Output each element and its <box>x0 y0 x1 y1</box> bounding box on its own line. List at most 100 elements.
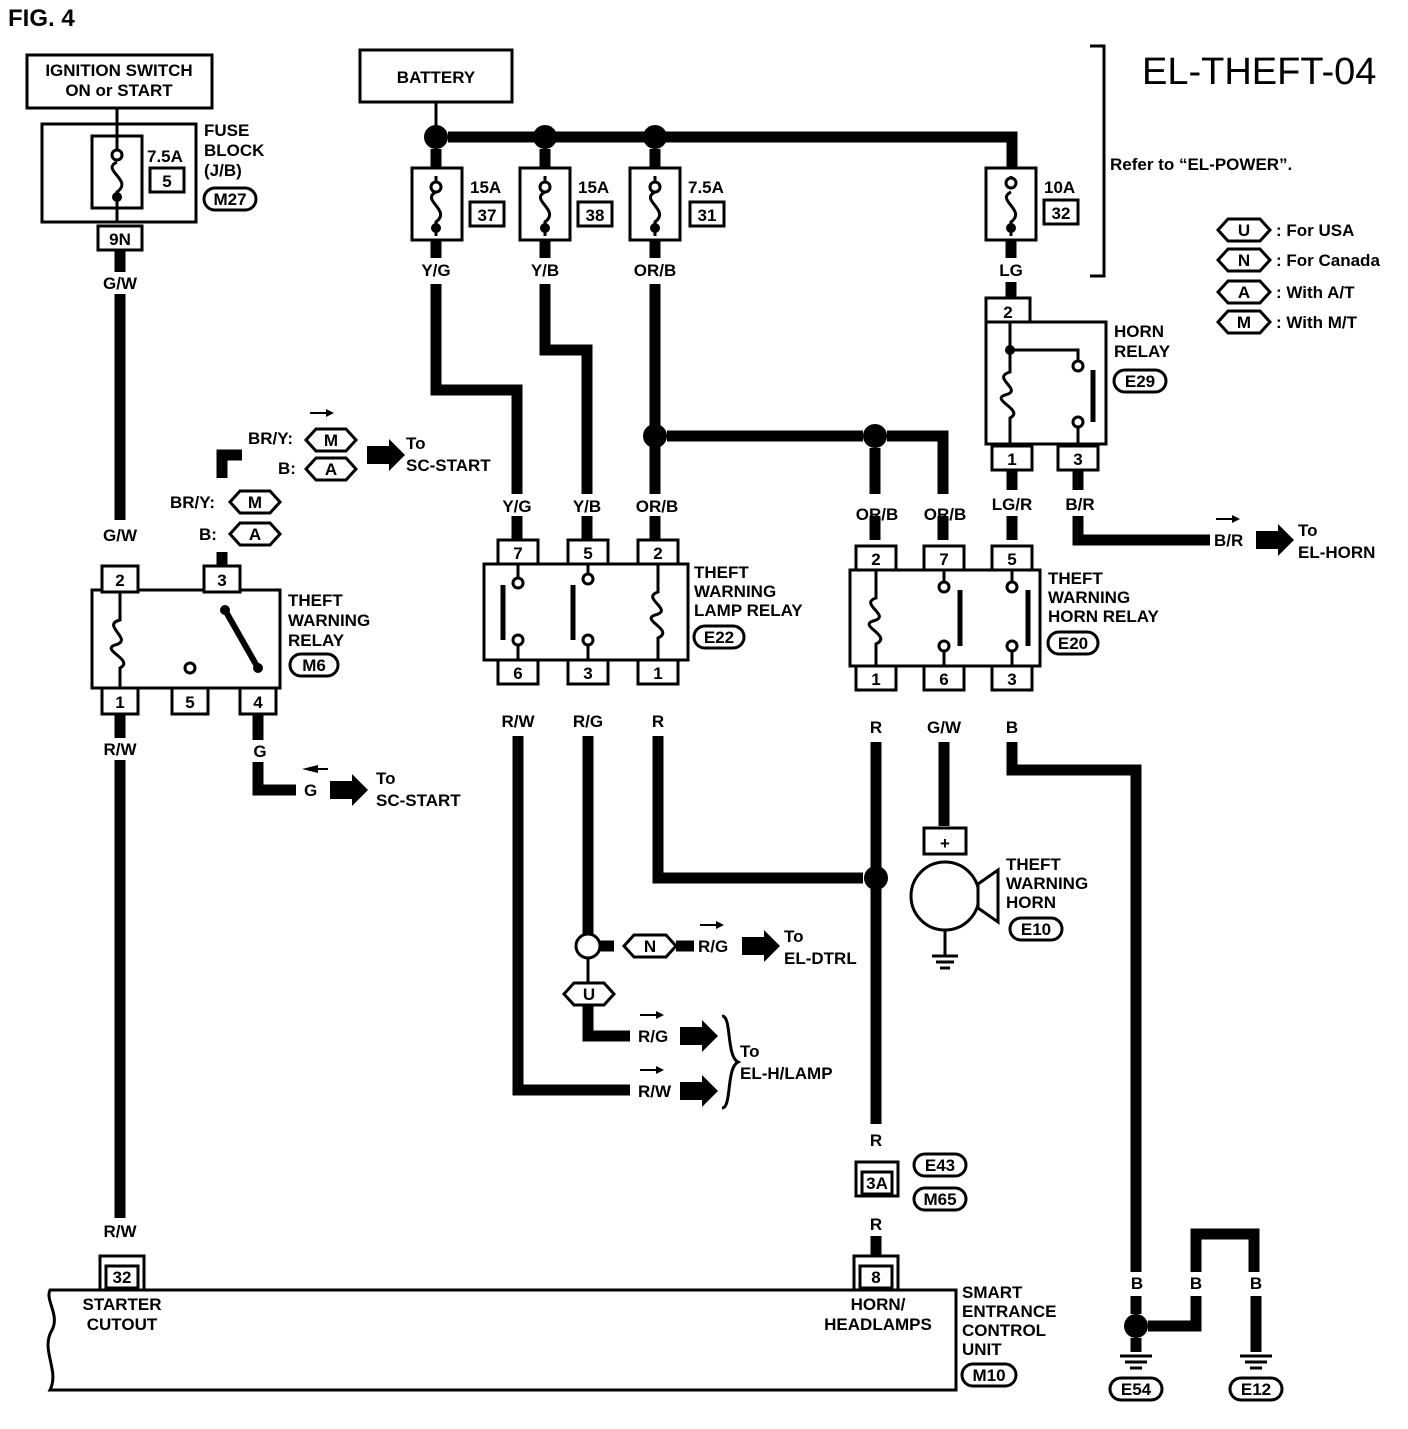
wire-g <box>252 714 296 796</box>
svg-text:LG: LG <box>999 261 1023 280</box>
svg-text:5: 5 <box>583 544 592 563</box>
svg-text:2: 2 <box>1003 303 1012 322</box>
svg-text:G/W: G/W <box>927 718 962 737</box>
legend-item-a: A : With A/T <box>1215 279 1355 305</box>
fuse-31: 7.5A 31 <box>628 166 726 242</box>
svg-text:R/W: R/W <box>103 1222 137 1241</box>
to-el-hlamp: EL-H/LAMP <box>740 1064 833 1083</box>
svg-text:STARTER: STARTER <box>82 1295 161 1314</box>
ignition-label-1: IGNITION SWITCH <box>45 61 192 80</box>
svg-text:LG/R: LG/R <box>992 495 1033 514</box>
svg-text:BR/Y:: BR/Y: <box>248 429 293 448</box>
svg-text:2: 2 <box>871 550 880 569</box>
smart-entrance-control-unit: 32 8 STARTER CUTOUT HORN/ HEADLAMPS SMAR… <box>46 1254 1056 1392</box>
svg-text:: For Canada: : For Canada <box>1276 251 1380 270</box>
svg-text:1: 1 <box>871 670 880 689</box>
fuse-block-num: 5 <box>162 172 171 191</box>
svg-text:2: 2 <box>115 571 124 590</box>
svg-text:G/W: G/W <box>103 526 138 545</box>
svg-text:OR/B: OR/B <box>636 497 679 516</box>
svg-text:: With A/T: : With A/T <box>1276 283 1355 302</box>
svg-text:M65: M65 <box>923 1190 956 1209</box>
svg-text:15A: 15A <box>470 178 501 197</box>
svg-text:To: To <box>740 1042 760 1061</box>
to-el-dtrl: EL-DTRL <box>784 949 857 968</box>
fuse-block-label-2: BLOCK <box>204 141 265 160</box>
svg-text:E29: E29 <box>1125 372 1155 391</box>
svg-text:E12: E12 <box>1241 1380 1271 1399</box>
svg-text:M: M <box>324 431 338 450</box>
to-sc-start-1: SC-START <box>406 456 491 475</box>
svg-text:R: R <box>652 712 664 731</box>
legend: U : For USA N : For Canada A : With A/T … <box>1215 217 1380 335</box>
svg-text:To: To <box>1298 521 1318 540</box>
fuse-block-label-1: FUSE <box>204 121 249 140</box>
svg-text:HORN RELAY: HORN RELAY <box>1048 607 1159 626</box>
svg-text:M6: M6 <box>302 656 326 675</box>
svg-text:WARNING: WARNING <box>1048 588 1130 607</box>
svg-text:U: U <box>583 985 595 1004</box>
svg-text:: With M/T: : With M/T <box>1276 313 1358 332</box>
svg-text:15A: 15A <box>578 178 609 197</box>
svg-text:U: U <box>1238 221 1250 240</box>
to-el-horn: EL-HORN <box>1298 543 1375 562</box>
svg-text:CUTOUT: CUTOUT <box>87 1315 158 1334</box>
wire-rg-hlamp <box>582 1005 630 1042</box>
svg-text:A: A <box>1238 283 1250 302</box>
ground-e12: E12 <box>1228 1354 1284 1402</box>
svg-text:Y/B: Y/B <box>531 261 559 280</box>
wire-r-lamp <box>652 736 863 884</box>
power-bracket <box>1090 44 1106 278</box>
svg-text:R/W: R/W <box>638 1082 672 1101</box>
svg-text:UNIT: UNIT <box>962 1340 1002 1359</box>
svg-text:N: N <box>1238 251 1250 270</box>
theft-warning-horn-relay: 2 7 5 1 6 3 THEFT WARNING HORN RELAY E20 <box>848 544 1159 692</box>
svg-text:CONTROL: CONTROL <box>962 1321 1046 1340</box>
svg-text:A: A <box>249 525 261 544</box>
svg-text:3: 3 <box>217 571 226 590</box>
horn-relay: 2 1 3 HORN RELAY E29 <box>984 296 1171 472</box>
legend-item-u: U : For USA <box>1215 217 1354 243</box>
to-sc-start-2: SC-START <box>376 791 461 810</box>
svg-text:G/W: G/W <box>103 274 138 293</box>
svg-text:HEADLAMPS: HEADLAMPS <box>824 1315 932 1334</box>
theft-warning-relay: 2 3 1 5 4 THEFT WARNING RELAY M6 <box>90 564 370 716</box>
wire-rw-lamp <box>512 736 630 1096</box>
svg-text:5: 5 <box>185 693 194 712</box>
svg-text:3: 3 <box>1007 670 1016 689</box>
svg-text:7.5A: 7.5A <box>688 178 724 197</box>
svg-text:32: 32 <box>1052 204 1071 223</box>
svg-text:E20: E20 <box>1058 634 1088 653</box>
svg-text:R: R <box>870 718 882 737</box>
rg-splice <box>574 932 602 960</box>
svg-text:10A: 10A <box>1044 178 1075 197</box>
wire-orb-2 <box>887 430 949 540</box>
svg-text:2: 2 <box>653 544 662 563</box>
svg-text:B:: B: <box>278 459 296 478</box>
svg-text:B: B <box>1190 1274 1202 1293</box>
wire-yg <box>430 284 523 540</box>
svg-text:31: 31 <box>698 206 717 225</box>
pin-9n <box>96 224 144 252</box>
m-code-badge <box>227 489 283 515</box>
refer-note: Refer to “EL-POWER”. <box>1110 155 1292 174</box>
fuse-32: 10A 32 <box>984 166 1080 242</box>
u-code-badge <box>561 981 617 1007</box>
svg-text:37: 37 <box>478 206 497 225</box>
svg-text:R/W: R/W <box>103 740 137 759</box>
svg-text:8: 8 <box>871 1268 880 1287</box>
svg-text:WARNING: WARNING <box>694 582 776 601</box>
svg-text:R/G: R/G <box>573 712 603 731</box>
svg-text:7: 7 <box>513 544 522 563</box>
svg-text:32: 32 <box>113 1268 132 1287</box>
svg-text:E22: E22 <box>704 628 734 647</box>
svg-text:B: B <box>1250 1274 1262 1293</box>
fuse-block-label-3: (J/B) <box>204 161 242 180</box>
svg-text:B: B <box>1006 718 1018 737</box>
svg-text:G: G <box>253 742 266 761</box>
ground-e54: E54 <box>1108 1354 1164 1402</box>
svg-text:Y/B: Y/B <box>573 497 601 516</box>
svg-text:E43: E43 <box>925 1156 955 1175</box>
